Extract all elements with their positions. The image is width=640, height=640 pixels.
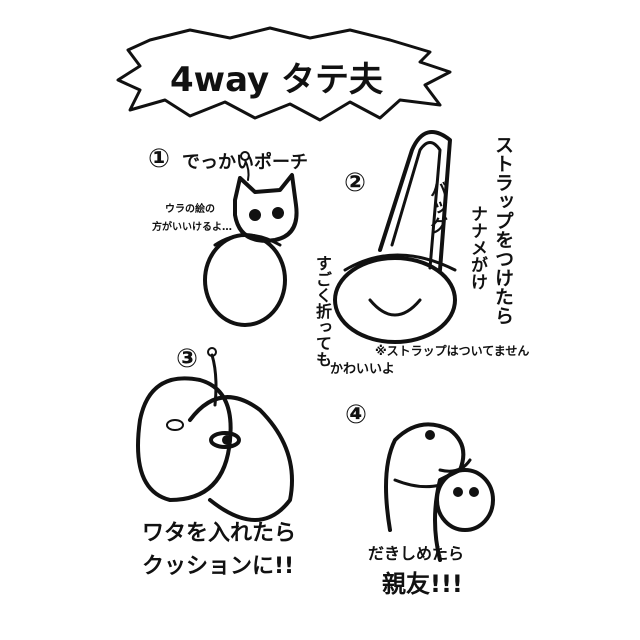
bag-label: バッグ [427,180,448,234]
section-2-note2: かわいいよ [330,362,395,377]
section-2-caption: ストラップをつけたら [492,135,514,325]
section-3-caption-line2: クッションに!! [142,554,295,579]
section-3-caption-line1: ワタを入れたら [142,521,297,546]
title-burst [116,26,452,122]
section-1-note-line2: 方がいいけるよ… [152,222,232,233]
section-2-caption2: ナナメがけ [467,205,487,290]
page-title: 4way タテ夫 [170,60,383,100]
bag-drawing [333,130,457,344]
section-4-caption-line1: だきしめたら [368,544,465,563]
cat-pouch-drawing [203,151,299,327]
section-4-caption-line2: 親友!!! [382,570,463,598]
section-4-number: ④ [345,400,368,430]
section-1-number: ① [148,144,171,174]
section-1-note-line1: ウラの絵の [165,204,215,215]
cushion-drawing [136,347,294,522]
strap-disclaimer: ※ストラップはついてません [375,344,530,358]
section-1-caption: でっかいポーチ [182,152,308,173]
section-2-note: すごく折っても [313,255,332,367]
hug-drawing [384,422,495,562]
section-3-number: ③ [176,344,199,374]
section-2-number: ② [344,168,367,198]
